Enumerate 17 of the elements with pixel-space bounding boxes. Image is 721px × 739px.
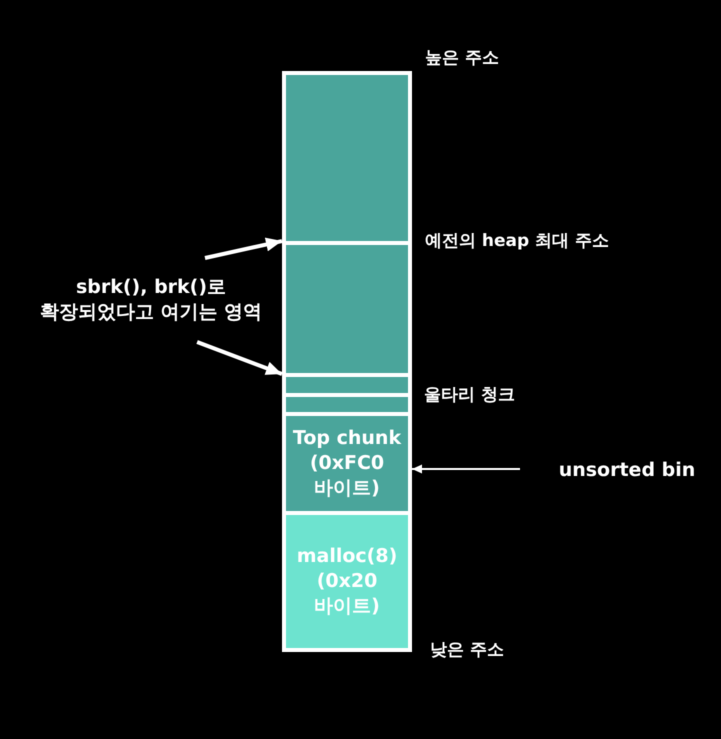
arrow xyxy=(196,340,283,376)
address-label: 울타리 청크 xyxy=(424,384,515,406)
arrow xyxy=(412,464,520,474)
annotation-text: sbrk(), brk()로 확장되었다고 여기는 영역 xyxy=(38,275,264,325)
arrow xyxy=(204,238,282,260)
memory-region xyxy=(286,377,408,393)
address-label: 낮은 주소 xyxy=(430,639,504,661)
block-label: malloc(8) (0x20 바이트) xyxy=(296,544,398,619)
address-label: 예전의 heap 최대 주소 xyxy=(425,230,610,252)
memory-region xyxy=(286,397,408,412)
allocated-chunk-block xyxy=(286,515,408,648)
block-label: Top chunk (0xFC0 바이트) xyxy=(292,426,402,501)
address-label: 높은 주소 xyxy=(425,47,499,69)
bin-label: unsorted bin xyxy=(558,458,696,482)
top-chunk-block xyxy=(286,416,408,511)
memory-region xyxy=(286,245,408,373)
memory-region xyxy=(286,75,408,241)
